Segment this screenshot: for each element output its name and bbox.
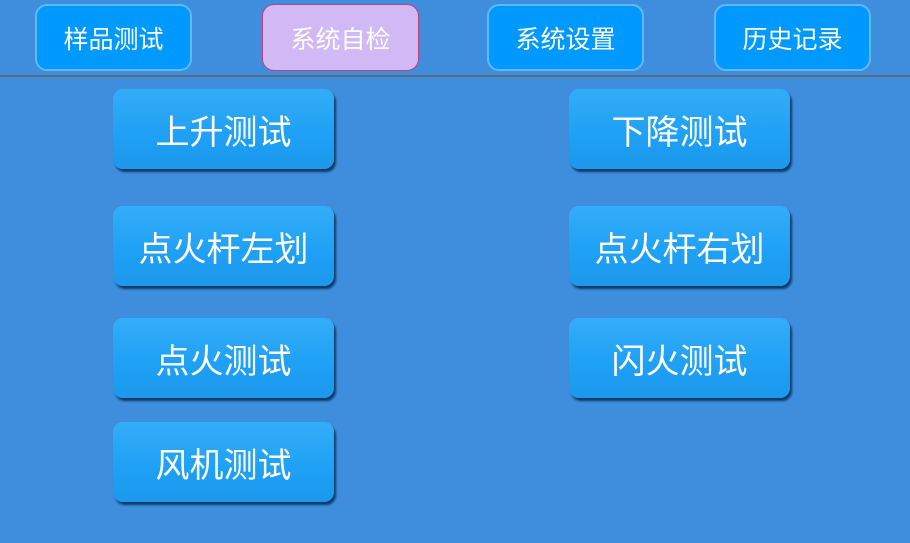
tab-history[interactable]: 历史记录 [714, 4, 871, 71]
fall-test-button[interactable]: 下降测试 [569, 89, 790, 169]
fan-test-button[interactable]: 风机测试 [113, 422, 334, 502]
igniter-left-button[interactable]: 点火杆左划 [113, 206, 334, 286]
flash-test-button[interactable]: 闪火测试 [569, 318, 790, 398]
header-divider [0, 75, 910, 77]
tab-system-settings[interactable]: 系统设置 [487, 4, 644, 71]
tab-system-self-check[interactable]: 系统自检 [262, 4, 419, 71]
igniter-right-button[interactable]: 点火杆右划 [569, 206, 790, 286]
rise-test-button[interactable]: 上升测试 [113, 89, 334, 169]
tab-sample-test[interactable]: 样品测试 [35, 4, 192, 71]
ignition-test-button[interactable]: 点火测试 [113, 318, 334, 398]
